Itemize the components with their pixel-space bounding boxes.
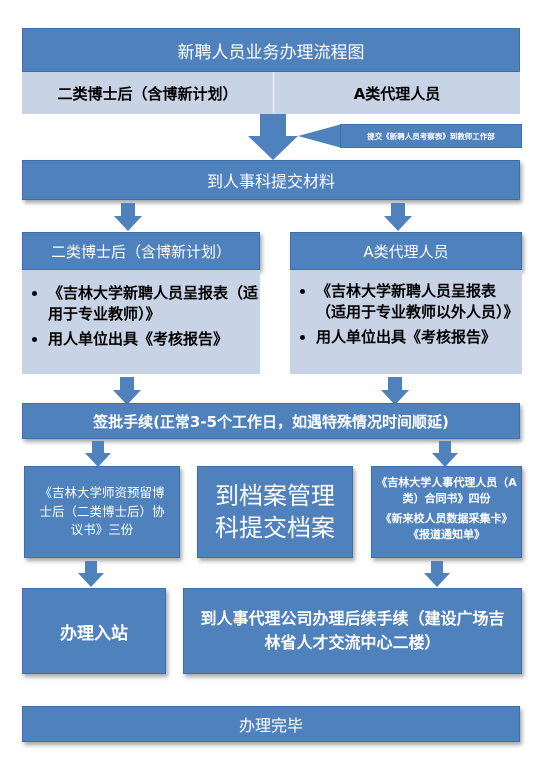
- register-station-box: 办理入站: [22, 588, 166, 674]
- center-archive-box: 到档案管理科提交档案: [197, 466, 353, 558]
- list-item: 《吉林大学新聘人员呈报表（适用于专业教师）》: [48, 282, 260, 324]
- arrow-down-icon: [424, 561, 450, 587]
- header-left: 二类博士后（含博新计划）: [22, 72, 274, 114]
- step-approval: 签批手续(正常3-5个工作日，如遇特殊情况时间顺延): [22, 403, 520, 439]
- right-panel-title: A类代理人员: [290, 232, 522, 270]
- step-submit-materials: 到人事科提交材料: [22, 160, 520, 200]
- right-doc-forms: 《新来校人员数据采集卡》《报道通知单》: [380, 511, 513, 541]
- left-panel-list: 《吉林大学新聘人员呈报表（适用于专业教师）》 用人单位出具《考核报告》: [22, 270, 260, 374]
- arrow-down-icon: [384, 203, 412, 231]
- right-doc-box: 《吉林大学人事代理人员（A类）合同书》四份 《新来校人员数据采集卡》《报道通知单…: [371, 466, 522, 558]
- list-item: 用人单位出具《考核报告》: [316, 326, 522, 347]
- agency-followup-box: 到人事代理公司办理后续手续（建设广场吉林省人才交流中心二楼）: [183, 588, 522, 674]
- arrow-down-icon: [78, 561, 104, 587]
- right-panel-list: 《吉林大学新聘人员呈报表（适用于专业教师以外人员）》 用人单位出具《考核报告》: [290, 270, 522, 374]
- page-title: 新聘人员业务办理流程图: [22, 28, 520, 72]
- header-right: A类代理人员: [274, 72, 520, 114]
- arrow-down-icon: [113, 377, 141, 405]
- arrow-down-icon: [114, 203, 142, 231]
- end-box: 办理完毕: [22, 706, 520, 742]
- callout-pointer-icon: [298, 124, 342, 148]
- list-item: 用人单位出具《考核报告》: [48, 328, 260, 349]
- left-panel-title: 二类博士后（含博新计划）: [22, 232, 260, 270]
- arrow-down-icon: [248, 114, 298, 160]
- left-doc-box: 《吉林大学师资预留博士后（二类博士后）协议书》三份: [24, 466, 180, 558]
- arrow-down-icon: [381, 377, 409, 405]
- arrow-down-icon: [432, 441, 458, 467]
- list-item: 《吉林大学新聘人员呈报表（适用于专业教师以外人员）》: [316, 280, 522, 322]
- right-doc-contract: 《吉林大学人事代理人员（A类）合同书》四份: [376, 476, 517, 505]
- callout-note: 提交《新聘人员考察表》到教师工作部: [340, 124, 522, 148]
- arrow-down-icon: [85, 441, 111, 467]
